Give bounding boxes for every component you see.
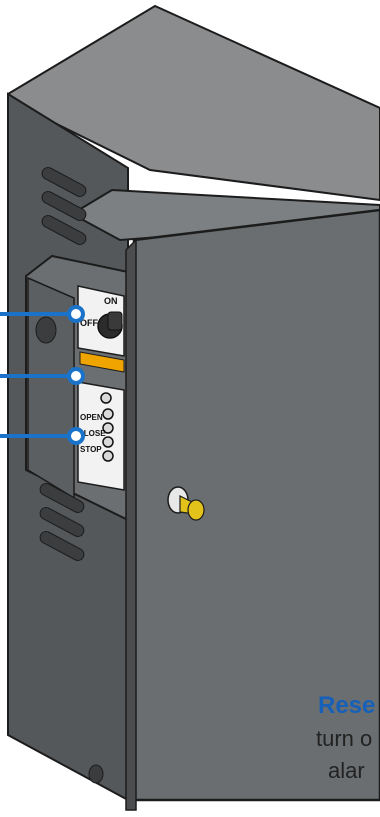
switch-on-label: ON — [104, 296, 118, 306]
mounting-hole — [89, 765, 103, 783]
caption-title: Rese — [318, 692, 375, 720]
control-box-face — [28, 278, 74, 498]
button-stop-label: STOP — [80, 445, 102, 454]
button-open-label: OPEN — [80, 413, 103, 422]
door-edge — [126, 240, 136, 810]
caption-line-2: alar — [328, 758, 365, 784]
caption-line-1: turn o — [316, 726, 372, 752]
